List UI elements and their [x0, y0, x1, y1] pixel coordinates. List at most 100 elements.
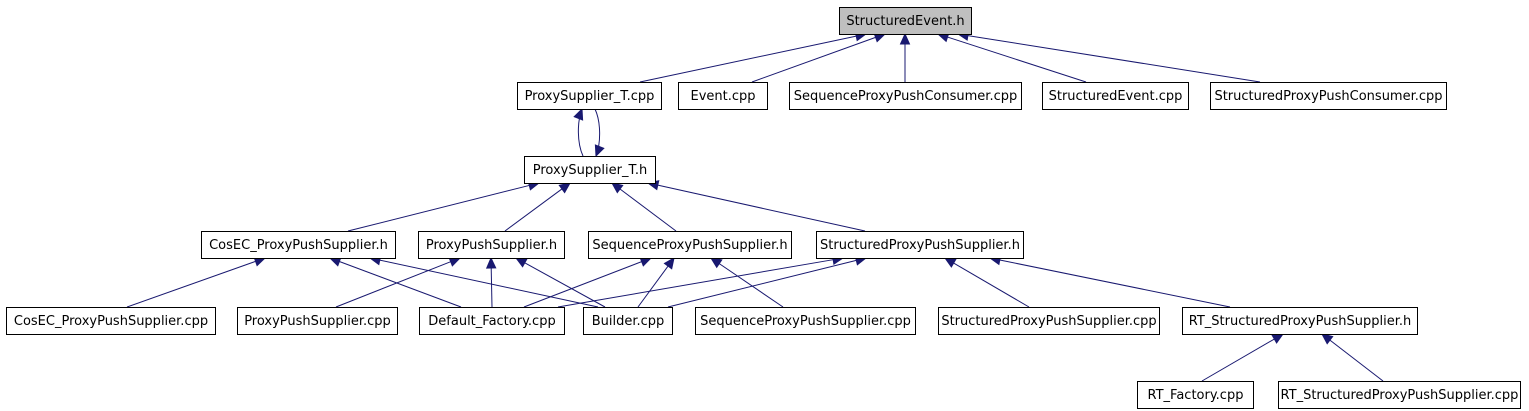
arrowhead	[1321, 333, 1334, 345]
node-label: Builder.cpp	[592, 314, 665, 329]
arrowhead	[663, 257, 675, 270]
arrowhead	[514, 257, 528, 268]
dependency-edge	[1201, 333, 1285, 382]
dependency-edge	[899, 32, 911, 82]
node-box	[678, 82, 768, 110]
edge-line	[335, 261, 451, 308]
edge-line	[657, 184, 866, 232]
arrowhead	[558, 182, 571, 194]
node-box	[237, 307, 398, 335]
node-box	[695, 307, 916, 335]
arrowhead	[1271, 333, 1285, 344]
dependency-edge	[646, 180, 866, 232]
edge-line	[504, 188, 563, 232]
file-node-rt-factory-cpp[interactable]: RT_Factory.cpp	[1137, 381, 1254, 409]
node-label: RT_Factory.cpp	[1148, 388, 1244, 403]
node-box	[1182, 307, 1418, 335]
node-box	[1278, 381, 1521, 409]
dependency-edge	[328, 256, 462, 308]
arrowhead	[594, 144, 605, 158]
file-node-proxysupplier-t-cpp[interactable]: ProxySupplier_T.cpp	[517, 82, 662, 110]
dependency-edge	[368, 255, 599, 308]
file-node-structured-proxy-push-supplier-h[interactable]: StructuredProxyPushSupplier.h	[816, 231, 1024, 259]
edge-line	[718, 263, 784, 308]
node-label: SequenceProxyPushSupplier.cpp	[700, 314, 911, 329]
edge-line	[639, 35, 857, 83]
arrowhead	[485, 256, 497, 269]
edge-line	[347, 184, 530, 232]
node-label: CosEC_ProxyPushSupplier.h	[209, 238, 388, 253]
dependency-edge	[667, 255, 868, 308]
file-node-structured-proxy-push-supplier-cpp[interactable]: StructuredProxyPushSupplier.cpp	[938, 307, 1160, 335]
edge-line	[523, 261, 642, 308]
dependency-edge	[514, 257, 606, 308]
file-node-structured-event-cpp[interactable]: StructuredEvent.cpp	[1042, 82, 1189, 110]
file-node-default-factory-cpp[interactable]: Default_Factory.cpp	[419, 307, 565, 335]
edge-line	[1329, 339, 1384, 382]
edge-line	[953, 262, 1030, 308]
arrowhead	[899, 32, 911, 45]
dependency-edge	[956, 30, 1261, 83]
node-label: StructuredProxyPushConsumer.cpp	[1214, 89, 1442, 104]
node-label: StructuredProxyPushSupplier.h	[820, 238, 1020, 253]
arrowhead	[709, 257, 723, 269]
edge-line	[339, 261, 462, 308]
file-node-structured-proxy-push-consumer-cpp[interactable]: StructuredProxyPushConsumer.cpp	[1210, 82, 1447, 110]
node-label: StructuredProxyPushSupplier.cpp	[941, 314, 1156, 329]
edge-line	[947, 36, 1087, 83]
dependency-edge	[504, 182, 571, 232]
node-label: StructuredEvent.h	[846, 14, 964, 29]
edge-line	[557, 259, 834, 308]
edge-line	[1201, 338, 1275, 382]
dependency-edge	[347, 180, 541, 232]
file-node-rt-structured-proxy-push-supplier-h[interactable]: RT_StructuredProxyPushSupplier.h	[1182, 307, 1418, 335]
file-node-structured-event-h[interactable]: StructuredEvent.h	[839, 7, 972, 35]
file-node-seq-proxy-push-supplier-h[interactable]: SequenceProxyPushSupplier.h	[588, 231, 792, 259]
file-node-event-cpp[interactable]: Event.cpp	[678, 82, 768, 110]
node-label: ProxySupplier_T.h	[533, 163, 647, 178]
node-label: RT_StructuredProxyPushSupplier.cpp	[1281, 388, 1519, 403]
dependency-edge	[943, 257, 1030, 308]
file-node-builder-cpp[interactable]: Builder.cpp	[583, 307, 673, 335]
node-box	[1042, 82, 1189, 110]
node-label: Default_Factory.cpp	[428, 314, 555, 329]
arrowhead	[573, 107, 584, 121]
node-box	[6, 307, 216, 335]
dependency-edge	[639, 31, 868, 83]
node-box	[418, 231, 565, 259]
dependency-edge	[1321, 333, 1384, 382]
node-box	[938, 307, 1160, 335]
file-node-seq-proxy-push-consumer-cpp[interactable]: SequenceProxyPushConsumer.cpp	[789, 82, 1022, 110]
node-label: ProxyPushSupplier.cpp	[244, 314, 391, 329]
dependency-edge	[485, 256, 497, 308]
node-label: ProxySupplier_T.cpp	[525, 89, 655, 104]
arrowhead	[943, 257, 957, 268]
file-node-proxy-push-supplier-cpp[interactable]: ProxyPushSupplier.cpp	[237, 307, 398, 335]
dependency-edge	[637, 257, 675, 308]
edge-line	[637, 265, 669, 308]
dependency-edge	[709, 257, 784, 308]
dependency-edge	[988, 254, 1231, 308]
file-node-proxy-push-supplier-h[interactable]: ProxyPushSupplier.h	[418, 231, 565, 259]
dependency-edge	[335, 256, 462, 308]
node-box	[583, 307, 673, 335]
node-box	[201, 231, 396, 259]
node-box	[588, 231, 792, 259]
edge-line	[667, 259, 857, 308]
node-box	[1137, 381, 1254, 409]
file-node-cosec-proxy-push-supplier-h[interactable]: CosEC_ProxyPushSupplier.h	[201, 231, 396, 259]
file-node-proxysupplier-t-h[interactable]: ProxySupplier_T.h	[524, 156, 656, 184]
edge-line	[751, 36, 876, 83]
arrowhead	[611, 182, 624, 194]
node-label: RT_StructuredProxyPushSupplier.h	[1189, 314, 1411, 329]
file-node-seq-proxy-push-supplier-cpp[interactable]: SequenceProxyPushSupplier.cpp	[695, 307, 916, 335]
dependency-edge	[573, 107, 584, 157]
dependency-edge	[523, 256, 653, 308]
dependency-edge	[936, 32, 1087, 83]
file-node-rt-structured-proxy-push-supplier-cpp[interactable]: RT_StructuredProxyPushSupplier.cpp	[1278, 381, 1521, 409]
node-box	[1210, 82, 1447, 110]
file-node-cosec-proxy-push-supplier-cpp[interactable]: CosEC_ProxyPushSupplier.cpp	[6, 307, 216, 335]
dependency-edge	[126, 256, 267, 308]
